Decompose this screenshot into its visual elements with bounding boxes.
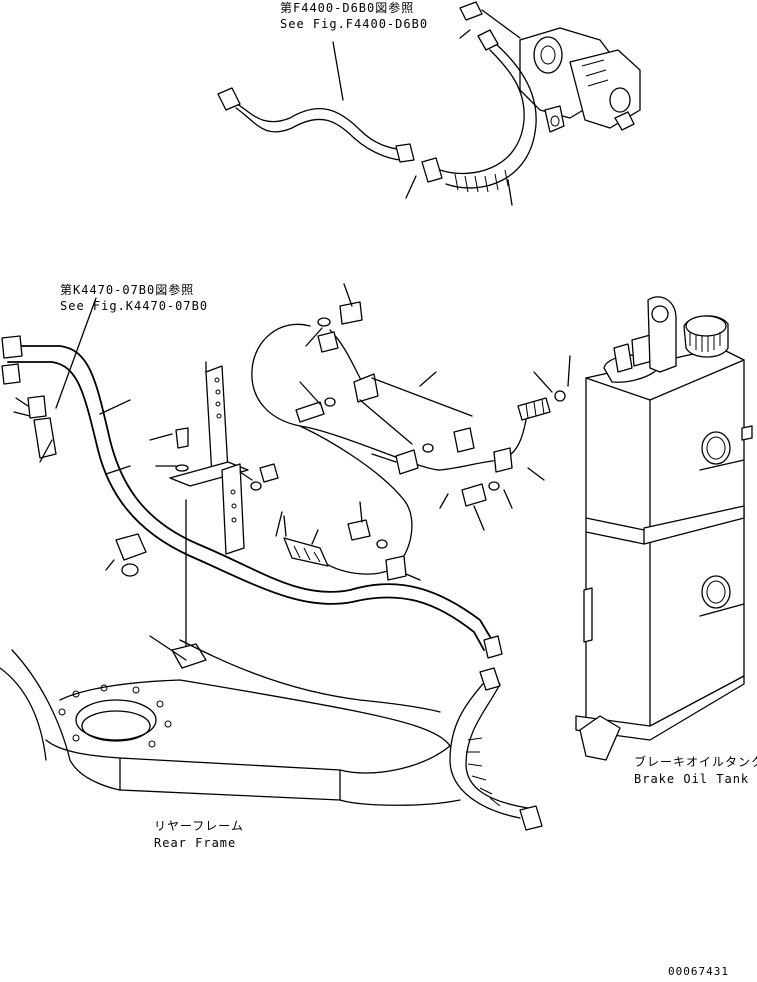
rear-frame-jp: リヤーフレーム <box>154 819 244 833</box>
brake-oil-tank <box>575 296 753 761</box>
harness-parts <box>283 301 566 581</box>
bottom-hose <box>449 667 543 831</box>
rear-frame <box>0 639 461 806</box>
ref-f4400-en: See Fig.F4400-D6B0 <box>280 17 428 31</box>
drawing-number: 00067431 <box>668 965 729 978</box>
brake-tank-label: ブレーキオイルタンク Brake Oil Tank <box>634 754 757 786</box>
brake-valve <box>459 1 641 133</box>
rear-frame-label: リヤーフレーム Rear Frame <box>154 819 244 850</box>
rigid-tubes <box>1 335 503 659</box>
harness <box>251 323 527 575</box>
leader-f4400 <box>332 41 344 101</box>
leader-hose <box>507 179 513 206</box>
ref-label-k4470: 第K4470-07B0図参照 See Fig.K4470-07B0 <box>60 282 208 313</box>
ref-k4470-en: See Fig.K4470-07B0 <box>60 299 208 313</box>
clamp-left <box>27 395 147 577</box>
leader-oring <box>459 29 471 39</box>
brake-tank-jp: ブレーキオイルタンク <box>634 754 757 769</box>
ref-label-f4400: 第F4400-D6B0図参照 See Fig.F4400-D6B0 <box>280 0 428 31</box>
brake-tank-en: Brake Oil Tank <box>634 772 749 786</box>
leaders-mid <box>13 283 571 661</box>
bracket-assembly <box>169 365 279 669</box>
ref-k4470-jp: 第K4470-07B0図参照 <box>60 282 194 297</box>
rear-frame-en: Rear Frame <box>154 836 236 850</box>
hose-f4400 <box>217 87 415 163</box>
leader-hose-end <box>405 175 417 199</box>
hose-to-valve <box>421 29 537 193</box>
ref-f4400-jp: 第F4400-D6B0図参照 <box>280 0 414 15</box>
